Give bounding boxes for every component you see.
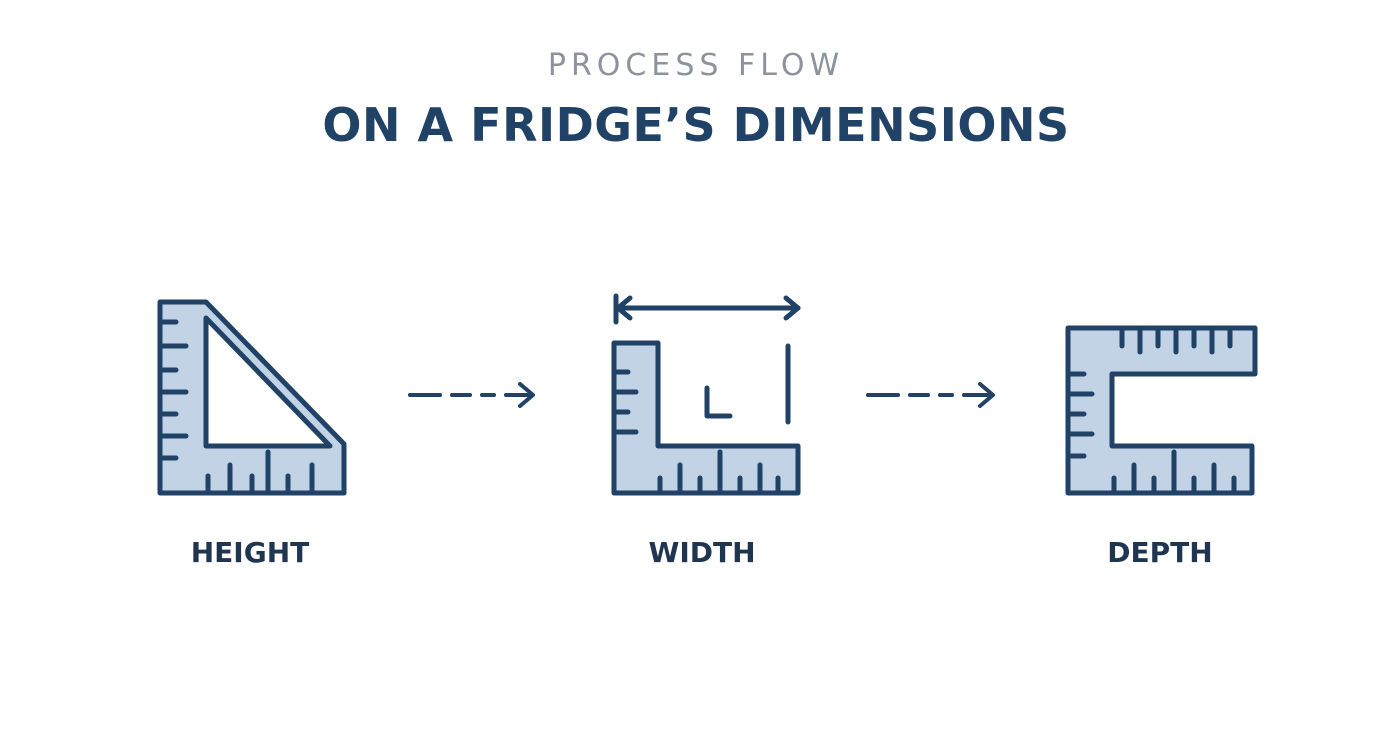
c-ruler-icon [1065,325,1258,496]
step-label-height: HEIGHT [190,536,310,569]
dashed-arrow-icon [866,382,995,408]
dashed-arrow-icon [408,382,535,408]
kicker-text: PROCESS FLOW [547,48,845,83]
step-label-width: WIDTH [648,536,756,569]
triangle-ruler-icon [157,299,347,496]
page-title: ON A FRIDGE’S DIMENSIONS [322,98,1070,152]
l-square-ruler-icon [611,293,801,496]
step-label-depth: DEPTH [1107,536,1213,569]
